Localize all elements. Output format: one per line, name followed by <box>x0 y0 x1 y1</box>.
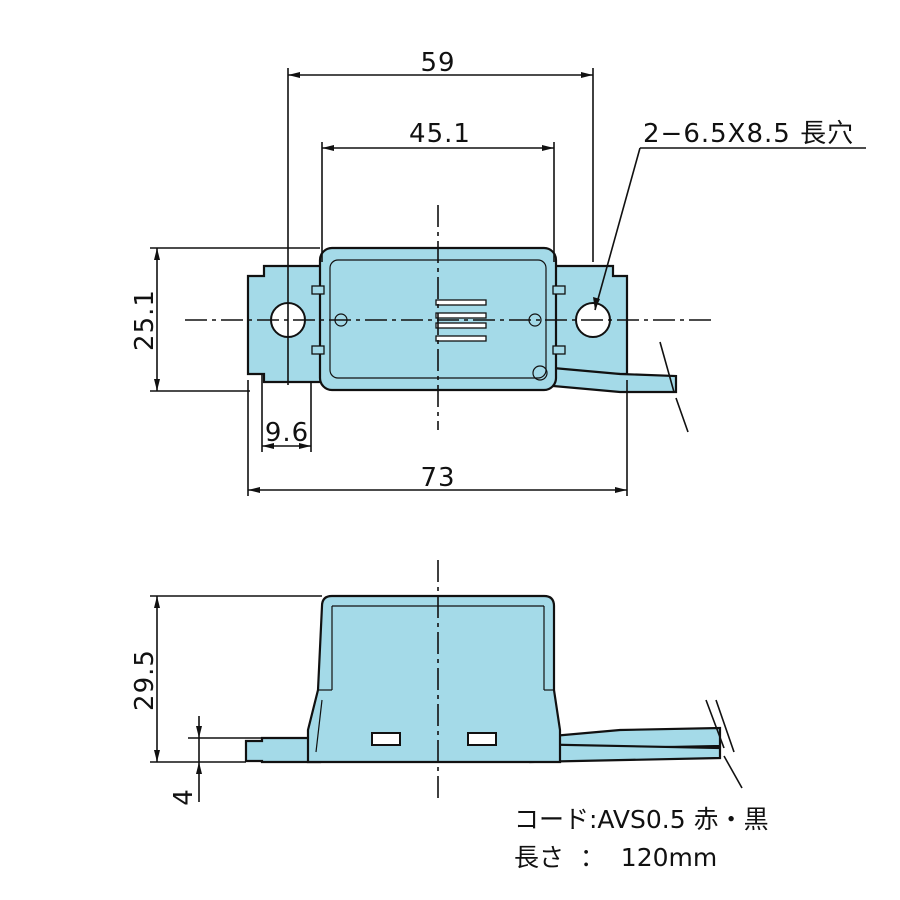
top-view <box>185 205 715 433</box>
clip <box>311 285 325 295</box>
side-window <box>371 732 401 746</box>
dim-4-label: 4 <box>169 788 199 806</box>
clip <box>552 345 566 355</box>
side-view <box>244 560 743 800</box>
corner-screw <box>532 365 548 381</box>
rib <box>435 322 487 329</box>
dim-59-label: 59 <box>420 48 455 78</box>
dim-29-5-label: 29.5 <box>130 649 160 711</box>
cable-break <box>675 397 689 433</box>
side-housing <box>306 594 562 764</box>
length-note: 長さ ： 120mm <box>514 843 717 872</box>
notes: コード:AVS0.5 赤・黒 長さ ： 120mm <box>514 805 769 872</box>
dim-73-label: 73 <box>420 463 455 493</box>
cable-break <box>659 341 675 393</box>
dim-45-1-label: 45.1 <box>409 119 471 149</box>
callout-leader <box>594 147 641 311</box>
cord-note: コード:AVS0.5 赤・黒 <box>514 805 769 834</box>
side-window <box>467 732 497 746</box>
dim-9-6-label: 9.6 <box>265 418 309 448</box>
top-dimensions: 59 45.1 25.1 9.6 73 2−6.5X8.5 長穴 <box>130 48 866 496</box>
rib <box>435 312 487 319</box>
rib <box>435 299 487 306</box>
dim-25-1-label: 25.1 <box>130 289 160 351</box>
clip <box>552 285 566 295</box>
side-dimensions: 29.5 4 <box>130 595 322 806</box>
clip <box>311 345 325 355</box>
slot-callout-label: 2−6.5X8.5 長穴 <box>643 119 854 149</box>
rib <box>435 335 487 342</box>
